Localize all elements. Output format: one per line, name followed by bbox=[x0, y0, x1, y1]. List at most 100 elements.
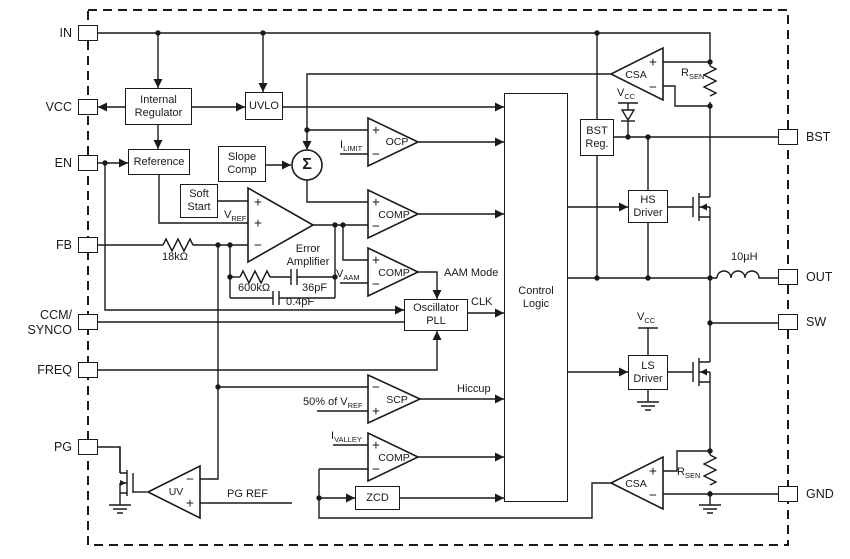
minus-sign: − bbox=[372, 379, 380, 395]
aam-comp-triangle bbox=[367, 246, 420, 298]
hs-mosfet-arrow bbox=[700, 203, 707, 211]
block-control-logic: Control Logic bbox=[504, 93, 568, 502]
minus-sign: − bbox=[254, 237, 262, 253]
hiccup-label: Hiccup bbox=[457, 383, 491, 395]
resistor-rsen-bottom bbox=[702, 454, 718, 486]
plus-sign: + bbox=[372, 122, 380, 138]
block-hs-driver: HS Driver bbox=[628, 190, 668, 223]
diode bbox=[620, 109, 636, 122]
pwm-comp-triangle bbox=[367, 188, 420, 240]
pin-pg-label: PG bbox=[53, 440, 72, 454]
summing-junction-circle bbox=[291, 149, 323, 181]
error-amplifier-triangle bbox=[247, 186, 315, 264]
valley-comp-label: COMP bbox=[378, 452, 410, 464]
plus-sign: + bbox=[254, 194, 262, 210]
plus-sign: + bbox=[186, 495, 194, 511]
pin-ccm-synco bbox=[78, 314, 98, 330]
ls-mosfet-arrow bbox=[700, 368, 707, 376]
aam-comp-label: COMP bbox=[378, 267, 410, 279]
rsen-top-label: RSEN bbox=[681, 67, 705, 82]
csa-top-triangle bbox=[609, 46, 664, 102]
ground-symbol bbox=[109, 504, 131, 514]
pin-gnd-label: GND bbox=[806, 487, 834, 501]
plus-sign: + bbox=[649, 54, 657, 70]
pin-fb bbox=[78, 237, 98, 253]
pin-in bbox=[78, 25, 98, 41]
minus-sign: − bbox=[372, 461, 380, 477]
vref-label: VREF bbox=[224, 209, 247, 224]
block-ls-driver: LS Driver bbox=[628, 355, 668, 390]
pin-fb-label: FB bbox=[56, 238, 72, 252]
wires bbox=[98, 32, 778, 519]
capacitor-04pf-value: 0.4pF bbox=[286, 296, 315, 308]
pin-en bbox=[78, 155, 98, 171]
pin-in-label: IN bbox=[59, 26, 73, 40]
ocp-label: OCP bbox=[385, 136, 409, 148]
plus-sign: + bbox=[372, 194, 380, 210]
block-reference: Reference bbox=[128, 149, 190, 175]
block-oscillator-pll: Oscillator PLL bbox=[404, 299, 468, 331]
scp-ref-label: 50% of VREF bbox=[303, 396, 363, 411]
pin-out-label: OUT bbox=[806, 270, 833, 284]
junction-dots bbox=[102, 30, 713, 501]
plus-sign: + bbox=[372, 252, 380, 268]
pin-bst-label: BST bbox=[806, 130, 831, 144]
error-amplifier-label: Error Amplifier bbox=[286, 243, 330, 268]
sigma-symbol: Σ bbox=[302, 156, 312, 173]
block-bst-reg: BST Reg. bbox=[580, 119, 614, 156]
pin-freq-label: FREQ bbox=[37, 363, 72, 377]
block-slope-comp: Slope Comp bbox=[218, 146, 266, 182]
ocp-triangle bbox=[367, 116, 420, 168]
plus-sign: + bbox=[372, 437, 380, 453]
pin-out bbox=[778, 269, 798, 285]
hs-mosfet bbox=[692, 193, 711, 278]
pin-bst bbox=[778, 129, 798, 145]
uv-comp-triangle bbox=[146, 464, 201, 520]
minus-sign: − bbox=[186, 471, 194, 487]
pwm-comp-label: COMP bbox=[378, 209, 410, 221]
inductor-value: 10µH bbox=[731, 251, 758, 263]
pin-vcc-label: VCC bbox=[45, 100, 72, 114]
pg-mosfet bbox=[119, 447, 134, 496]
block-soft-start: Soft Start bbox=[180, 184, 218, 218]
pg-mosfet-arrow bbox=[120, 480, 126, 486]
minus-sign: − bbox=[649, 79, 657, 95]
vcc-ls-label: VCC bbox=[637, 311, 656, 326]
minus-sign: − bbox=[649, 487, 657, 503]
clk-label: CLK bbox=[471, 296, 493, 308]
csa-bottom-triangle bbox=[609, 455, 664, 511]
vaam-label: VAAM bbox=[336, 268, 360, 283]
pin-gnd bbox=[778, 486, 798, 502]
plus-sign: + bbox=[649, 463, 657, 479]
pin-vcc bbox=[78, 99, 98, 115]
minus-sign: − bbox=[372, 146, 380, 162]
uv-comp-label: UV bbox=[168, 486, 184, 498]
csa-bottom-label: CSA bbox=[625, 478, 647, 490]
block-zcd: ZCD bbox=[355, 486, 400, 510]
pg-ref-label: PG REF bbox=[227, 488, 268, 500]
pin-sw-label: SW bbox=[806, 315, 827, 329]
capacitor-36pf-value: 36pF bbox=[302, 282, 328, 294]
resistor-rsen-top bbox=[702, 65, 718, 97]
valley-comp-triangle bbox=[367, 431, 420, 483]
resistor-18k-value: 18kΩ bbox=[162, 251, 188, 263]
pin-pg bbox=[78, 439, 98, 455]
pin-en-label: EN bbox=[54, 156, 72, 170]
resistor-18k bbox=[162, 237, 194, 253]
resistor-600k bbox=[239, 269, 271, 285]
aam-mode-label: AAM Mode bbox=[444, 267, 499, 279]
minus-sign: − bbox=[372, 218, 380, 234]
minus-sign: − bbox=[372, 276, 380, 292]
plus-sign: + bbox=[372, 403, 380, 419]
vcc-bst-label: VCC bbox=[617, 87, 636, 102]
capacitor-36pf bbox=[290, 269, 298, 285]
csa-top-label: CSA bbox=[625, 69, 647, 81]
capacitor-04pf bbox=[272, 291, 280, 305]
ilimit-label: ILIMIT bbox=[340, 139, 363, 154]
ivalley-label: IVALLEY bbox=[331, 430, 362, 445]
scp-label: SCP bbox=[386, 394, 408, 406]
pin-sw bbox=[778, 314, 798, 330]
pin-ccm-label: CCM/SYNCO bbox=[27, 308, 72, 337]
